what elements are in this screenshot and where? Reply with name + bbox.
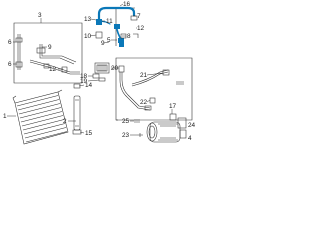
- callout-13: 13: [84, 16, 92, 23]
- callout-19: 19: [80, 78, 88, 85]
- callout-8: 8: [127, 33, 131, 40]
- callout-17: 17: [169, 103, 177, 110]
- fasteners: [116, 119, 143, 137]
- liquid-line-assembly: [118, 65, 184, 111]
- liquid-line-frame: [115, 57, 193, 121]
- compressor: [146, 113, 187, 143]
- callout-25: 25: [122, 118, 130, 125]
- callout-6-left: 6: [8, 39, 12, 46]
- hose-set-parts: [15, 34, 80, 75]
- receiver-drier: [72, 83, 82, 135]
- ac-parts-diagram: 3 6 9 12 6 1 2 14 15 16 7 12 13 11 10 9 …: [3, 1, 196, 145]
- callout-9-left: 9: [48, 44, 52, 51]
- callout-5: 5: [107, 37, 111, 44]
- callout-21: 21: [140, 72, 148, 79]
- condenser: [12, 89, 69, 145]
- callout-4: 4: [188, 135, 192, 142]
- callout-numbers: 3 6 9 12 6 1 2 14 15 16 7 12 13 11 10 9 …: [3, 1, 196, 142]
- callout-9-right: 9: [101, 40, 105, 47]
- callout-1: 1: [3, 113, 7, 120]
- callout-18: 18: [80, 73, 88, 80]
- suction-tube-highlight: [96, 6, 136, 47]
- callout-15: 15: [85, 130, 93, 137]
- callout-22: 22: [140, 99, 148, 106]
- callout-14: 14: [85, 82, 93, 89]
- callout-6-lower: 6: [8, 61, 12, 68]
- callout-11: 11: [106, 18, 113, 25]
- callout-7: 7: [137, 13, 141, 20]
- callout-3: 3: [38, 12, 42, 19]
- callout-12-right: 12: [137, 25, 145, 32]
- valve-block: [92, 62, 110, 82]
- callout-20: 20: [111, 65, 119, 72]
- callout-16: 16: [123, 1, 131, 8]
- callout-10: 10: [84, 33, 92, 40]
- callout-2: 2: [63, 118, 67, 125]
- callout-24: 24: [188, 122, 196, 129]
- leader-lines: [7, 3, 173, 136]
- callout-23: 23: [122, 132, 130, 139]
- hose-set-frame: [13, 22, 83, 84]
- callout-12-left: 12: [49, 66, 57, 73]
